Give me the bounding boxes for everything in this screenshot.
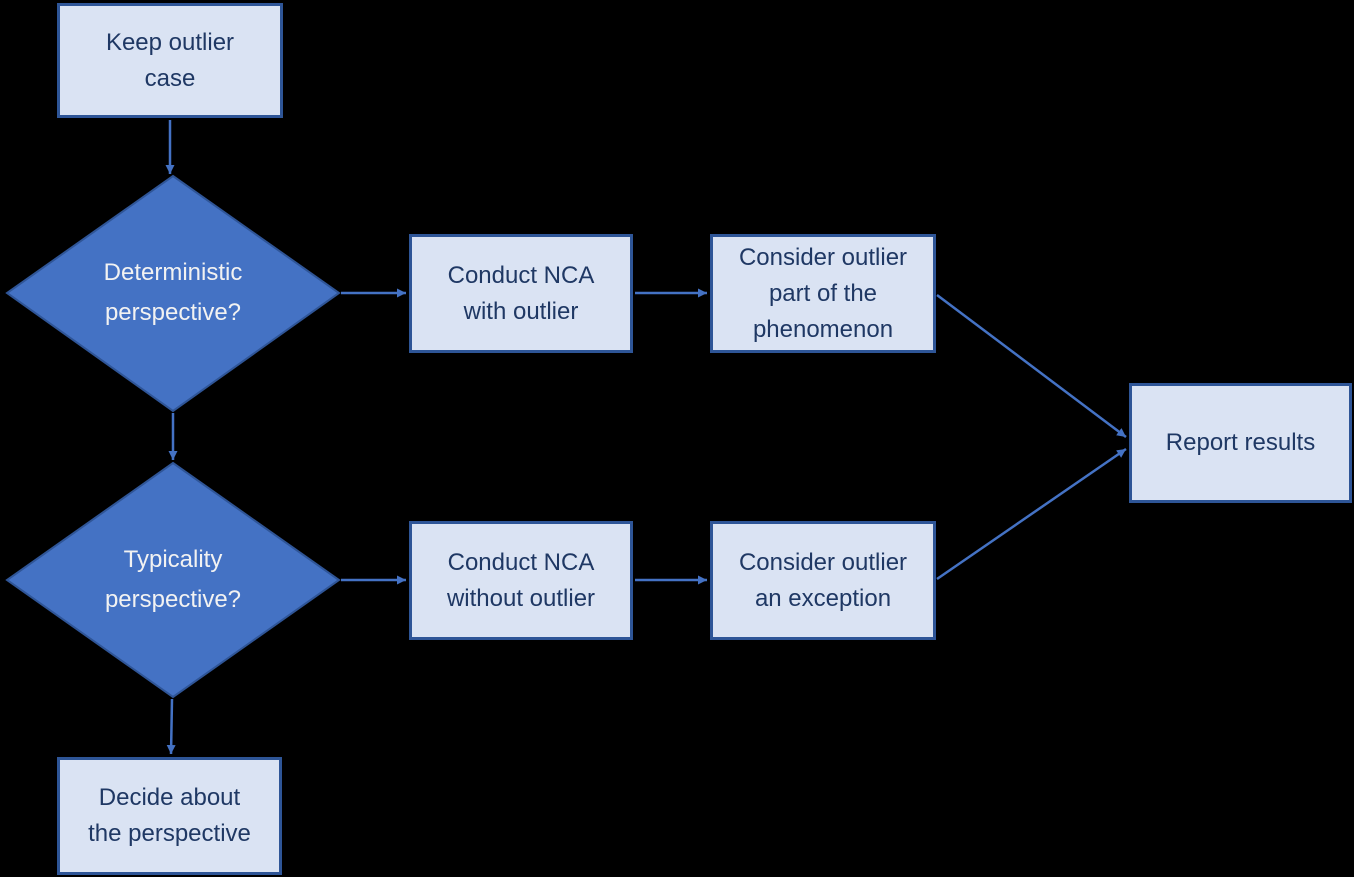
process-node-conduct-nca-with-outlier: Conduct NCA with outlier — [409, 234, 633, 353]
arrow-consider-part-to-report — [936, 294, 1127, 438]
process-node-conduct-nca-without-outlier: Conduct NCA without outlier — [409, 521, 633, 640]
arrow-typicality-to-decide — [166, 698, 176, 755]
process-node-consider-outlier-an-exception: Consider outlier an exception — [710, 521, 936, 640]
process-node-decide-about-perspective: Decide about the perspective — [57, 757, 282, 875]
decision-diamond-deterministic — [5, 174, 341, 413]
process-node-keep-outlier-case: Keep outlier case — [57, 3, 283, 118]
decision-diamond-typicality — [5, 461, 341, 699]
arrow-consider-exception-to-report — [936, 447, 1127, 581]
process-node-report-results: Report results — [1129, 383, 1352, 503]
process-node-consider-outlier-part-of-phenomenon: Consider outlier part of the phenomenon — [710, 234, 936, 353]
